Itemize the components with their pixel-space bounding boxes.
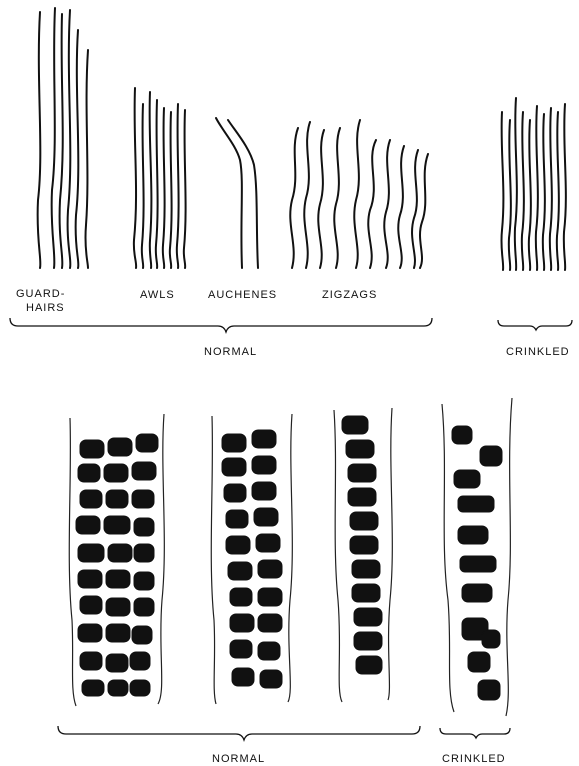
bottom-crinkled-brace (440, 728, 510, 738)
medulla-cells-1 (76, 434, 158, 696)
auchenes-label: AUCHENES (208, 289, 277, 301)
medulla-cells-2 (222, 430, 282, 688)
guardhairs-label-line1: GUARD- (16, 288, 65, 300)
bottom-normal-label: NORMAL (212, 753, 265, 765)
zigzags-drawing (290, 120, 428, 268)
normal-hair-section-2 (211, 414, 292, 704)
top-crinkled-brace (498, 320, 572, 330)
top-normal-brace (10, 318, 432, 332)
guardhairs-drawing (38, 8, 88, 268)
normal-hair-section-1 (69, 414, 164, 706)
medulla-cells-4 (452, 426, 502, 700)
bottom-normal-brace (58, 726, 420, 740)
crinkled-hair-section (442, 398, 512, 716)
guardhairs-label-line2: HAIRS (26, 302, 65, 314)
normal-hair-section-3 (334, 408, 392, 702)
awls-drawing (134, 88, 186, 268)
crinkled-hairs-drawing (501, 98, 565, 270)
auchenes-drawing (216, 118, 258, 268)
zigzags-label: ZIGZAGS (322, 289, 377, 301)
awls-label: AWLS (140, 289, 175, 301)
medulla-cells-3 (342, 416, 382, 674)
top-normal-label: NORMAL (204, 346, 257, 358)
bottom-crinkled-label: CRINKLED (442, 753, 506, 765)
top-crinkled-label: CRINKLED (506, 346, 570, 358)
